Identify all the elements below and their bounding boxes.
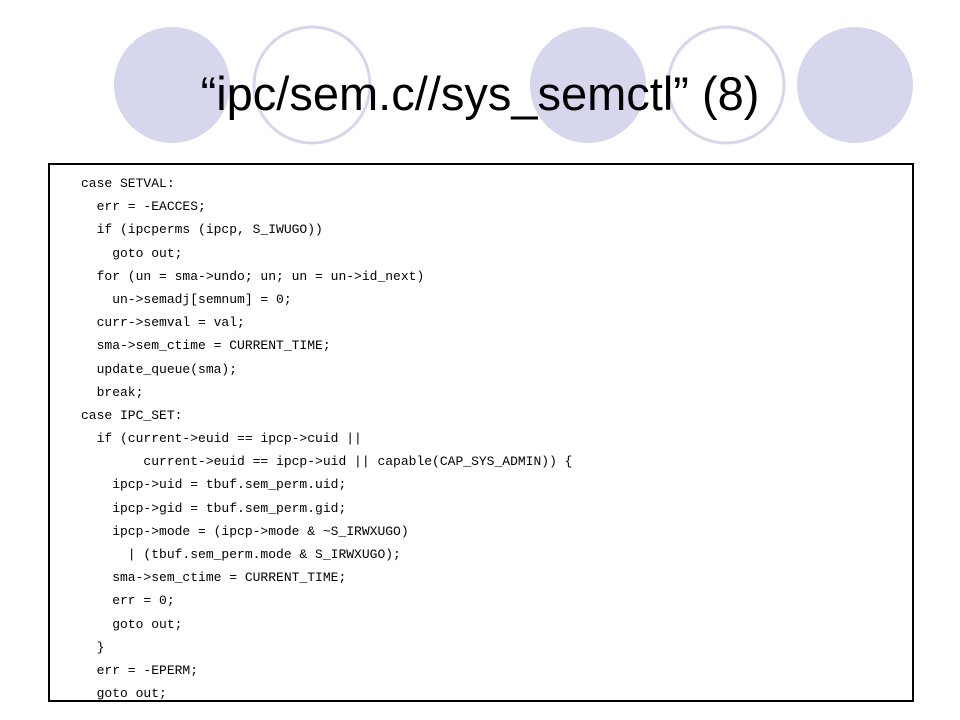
code-line: err = 0; [81,593,175,609]
decorative-circles [114,25,913,145]
code-line: update_queue(sma); [81,361,238,377]
code-line: ipcp->uid = tbuf.sem_perm.uid; [81,477,347,493]
code-line: ipcp->gid = tbuf.sem_perm.gid; [81,500,347,516]
code-line: un->semadj[semnum] = 0; [81,291,292,307]
code-line: goto out; [81,616,183,632]
decor-ring [252,25,372,145]
code-line: goto out; [81,245,183,261]
code-line: case IPC_SET: [81,407,183,423]
decor-circle [797,27,913,143]
code-line: curr->semval = val; [81,315,245,331]
code-line: err = -EPERM; [81,662,199,678]
code-line: | (tbuf.sem_perm.mode & S_IRWXUGO); [81,547,401,562]
code-line: if (current->euid == ipcp->cuid || [81,431,362,447]
code-lines: case SETVAL: err = -EACCES; if (ipcperms… [81,172,572,705]
slide-title: “ipc/sem.c//sys_semctl” (8) [200,67,760,120]
code-line: sma->sem_ctime = CURRENT_TIME; [81,570,347,586]
code-line: sma->sem_ctime = CURRENT_TIME; [81,338,331,354]
code-block: case SETVAL: err = -EACCES; if (ipcperms… [48,163,914,702]
code-line: err = -EACCES; [81,199,206,215]
code-line: ipcp->mode = (ipcp->mode & ~S_IRWXUGO) [81,523,409,539]
decor-circle [530,27,646,143]
code-line: current->euid == ipcp->uid || capable(CA… [81,454,573,470]
code-line: break; [81,384,144,400]
code-line: case SETVAL: [81,176,175,191]
code-line: for (un = sma->undo; un; un = un->id_nex… [81,268,425,284]
decor-circle [114,27,230,143]
code-line: goto out; [81,686,167,702]
code-line: if (ipcperms (ipcp, S_IWUGO)) [81,222,323,238]
decor-ring [666,25,786,145]
code-line: } [81,639,105,655]
